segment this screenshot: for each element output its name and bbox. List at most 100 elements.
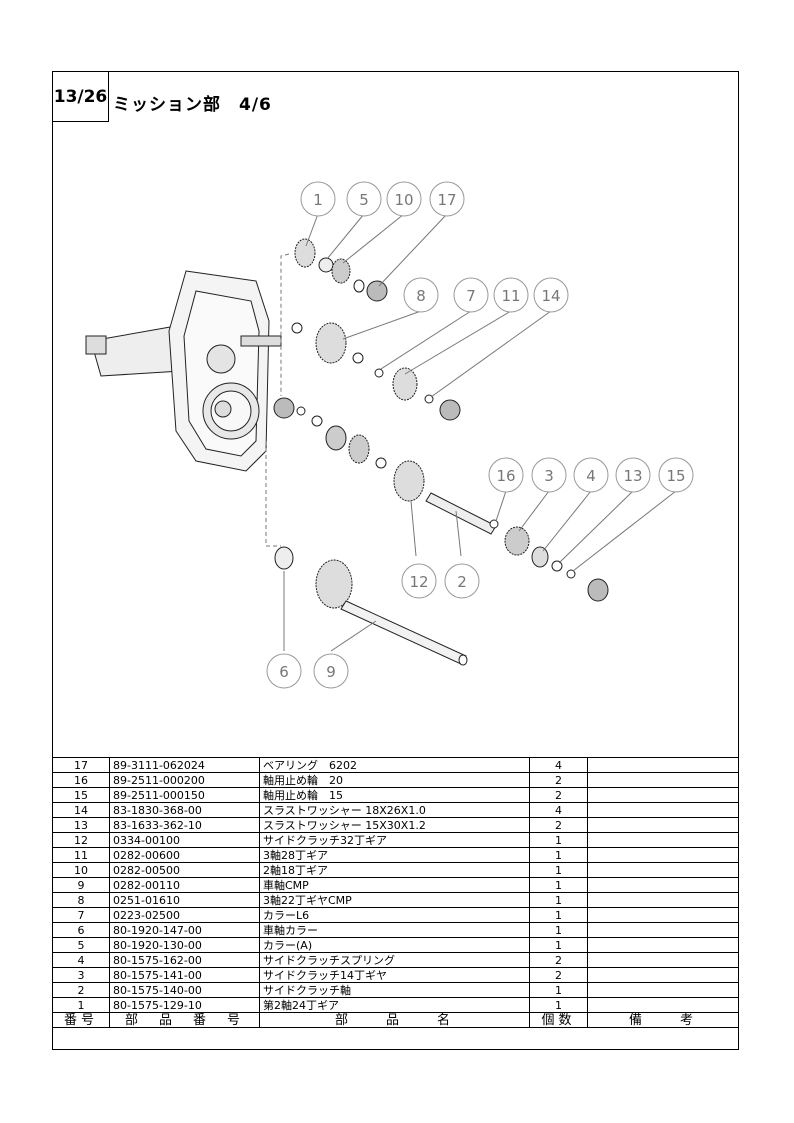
cell-qty: 1 xyxy=(529,877,588,893)
svg-text:15: 15 xyxy=(666,467,685,485)
svg-text:14: 14 xyxy=(541,287,560,305)
cell-remarks xyxy=(587,772,739,788)
cell-name: 軸用止め輪 15 xyxy=(259,787,530,803)
callout-10: 10 xyxy=(386,181,422,217)
cell-name: サイドクラッチ14丁ギヤ xyxy=(259,967,530,983)
cell-name: 車軸カラー xyxy=(259,922,530,938)
cell-qty: 1 xyxy=(529,907,588,923)
header-name: 部 品 名 xyxy=(259,1012,530,1028)
cell-remarks xyxy=(587,832,739,848)
cell-qty: 1 xyxy=(529,862,588,878)
cell-no: 15 xyxy=(52,787,110,803)
cell-qty: 2 xyxy=(529,817,588,833)
cell-name: 軸用止め輪 20 xyxy=(259,772,530,788)
cell-qty: 4 xyxy=(529,757,588,773)
transmission-housing xyxy=(85,270,282,472)
cell-qty: 1 xyxy=(529,937,588,953)
svg-text:6: 6 xyxy=(279,663,289,681)
callout-1: 1 xyxy=(300,181,336,217)
callout-11: 11 xyxy=(493,277,529,313)
cell-part-no: 89-2511-000200 xyxy=(109,772,260,788)
page-title: ミッション部 4/6 xyxy=(113,95,272,115)
cell-no: 13 xyxy=(52,817,110,833)
callout-17: 17 xyxy=(429,181,465,217)
leader-lines xyxy=(283,213,677,652)
cell-no: 6 xyxy=(52,922,110,938)
cell-no: 17 xyxy=(52,757,110,773)
cell-name: サイドクラッチスプリング xyxy=(259,952,530,968)
cell-name: 第2軸24丁ギア xyxy=(259,997,530,1013)
cell-name: 3軸28丁ギア xyxy=(259,847,530,863)
cell-qty: 1 xyxy=(529,847,588,863)
cell-part-no: 0282-00110 xyxy=(109,877,260,893)
cell-no: 5 xyxy=(52,937,110,953)
cell-no: 12 xyxy=(52,832,110,848)
cell-part-no: 80-1920-130-00 xyxy=(109,937,260,953)
svg-text:10: 10 xyxy=(394,191,413,209)
callout-15: 15 xyxy=(658,457,694,493)
cell-qty: 1 xyxy=(529,982,588,998)
cell-remarks xyxy=(587,802,739,818)
cell-remarks xyxy=(587,847,739,863)
svg-text:7: 7 xyxy=(466,287,476,305)
cell-qty: 1 xyxy=(529,832,588,848)
cell-remarks xyxy=(587,757,739,773)
cell-qty: 1 xyxy=(529,922,588,938)
cell-part-no: 83-1633-362-10 xyxy=(109,817,260,833)
header-part-no: 部 品 番 号 xyxy=(109,1012,260,1028)
callout-4: 4 xyxy=(573,457,609,493)
cell-qty: 4 xyxy=(529,802,588,818)
header-qty: 個数 xyxy=(529,1012,588,1028)
cell-no: 2 xyxy=(52,982,110,998)
cell-name: カラー(A) xyxy=(259,937,530,953)
cell-no: 3 xyxy=(52,967,110,983)
cell-part-no: 0282-00500 xyxy=(109,862,260,878)
callout-14: 14 xyxy=(533,277,569,313)
cell-qty: 2 xyxy=(529,967,588,983)
cell-no: 8 xyxy=(52,892,110,908)
callout-5: 5 xyxy=(346,181,382,217)
header-remarks: 備 考 xyxy=(587,1012,739,1028)
cell-name: サイドクラッチ32丁ギア xyxy=(259,832,530,848)
page-number: 13/26 xyxy=(53,72,109,122)
cell-remarks xyxy=(587,922,739,938)
cell-part-no: 80-1575-129-10 xyxy=(109,997,260,1013)
cell-no: 4 xyxy=(52,952,110,968)
svg-text:16: 16 xyxy=(496,467,515,485)
cell-part-no: 80-1575-140-00 xyxy=(109,982,260,998)
cell-name: ベアリング 6202 xyxy=(259,757,530,773)
cell-no: 16 xyxy=(52,772,110,788)
cell-part-no: 0282-00600 xyxy=(109,847,260,863)
svg-text:9: 9 xyxy=(326,663,336,681)
cell-remarks xyxy=(587,892,739,908)
cell-remarks xyxy=(587,982,739,998)
cell-qty: 1 xyxy=(529,892,588,908)
cell-qty: 2 xyxy=(529,952,588,968)
cell-remarks xyxy=(587,937,739,953)
cell-part-no: 80-1575-162-00 xyxy=(109,952,260,968)
svg-text:8: 8 xyxy=(416,287,426,305)
cell-no: 7 xyxy=(52,907,110,923)
callout-16: 16 xyxy=(488,457,524,493)
svg-text:5: 5 xyxy=(359,191,369,209)
callout-8: 8 xyxy=(403,277,439,313)
cell-qty: 1 xyxy=(529,997,588,1013)
cell-no: 10 xyxy=(52,862,110,878)
cell-part-no: 80-1575-141-00 xyxy=(109,967,260,983)
callout-12: 12 xyxy=(401,563,437,599)
svg-text:3: 3 xyxy=(544,467,554,485)
cell-no: 11 xyxy=(52,847,110,863)
cell-remarks xyxy=(587,862,739,878)
